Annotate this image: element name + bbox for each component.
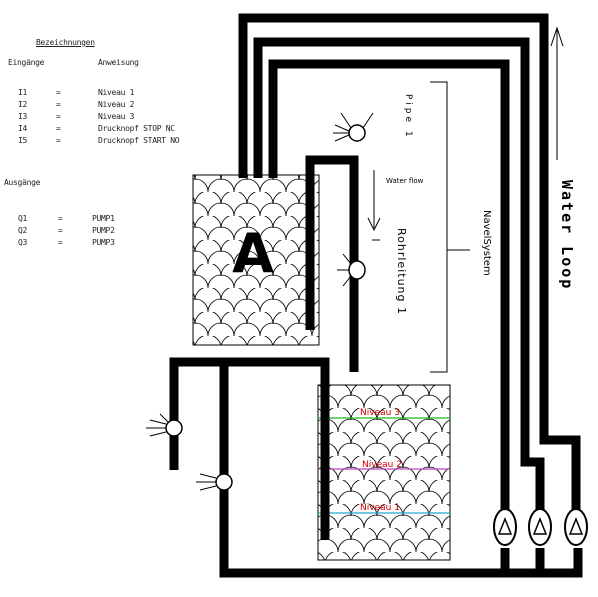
- legend-input-desc: Niveau 2: [98, 100, 135, 109]
- pipes: [169, 13, 583, 578]
- navel-system-label: NavelSystem: [481, 210, 492, 276]
- tank-a-label: A: [232, 222, 274, 285]
- rohrleitung-label: Rohrleitung 1: [395, 228, 408, 315]
- tank-a: A: [192, 174, 320, 346]
- legend-input-sep: =: [56, 88, 61, 97]
- legend-input-desc: Niveau 1: [98, 88, 135, 97]
- pump-3[interactable]: [564, 508, 588, 546]
- pipe-label: Pipe 1: [403, 94, 413, 140]
- legend-input-desc: Niveau 3: [98, 112, 135, 121]
- legend-output-sep: =: [58, 238, 63, 247]
- legend-input-code: I1: [18, 88, 28, 97]
- tank-b-body: [317, 384, 451, 561]
- valve-left-top[interactable]: [146, 413, 183, 437]
- level-label-2: Niveau 2: [362, 460, 402, 470]
- water-loop-indicator: Water Loop: [550, 26, 576, 290]
- legend-output-sep: =: [58, 214, 63, 223]
- legend-output-desc: PUMP3: [92, 238, 115, 247]
- pipe-loop-middle: [253, 37, 545, 510]
- legend-input-code: I5: [18, 136, 28, 145]
- legend-input-code: I4: [18, 124, 28, 133]
- tank-a-body: [192, 174, 320, 346]
- legend-title: Bezeichnungen: [36, 38, 95, 47]
- legend-input-desc: Drucknopf START NO: [98, 136, 180, 145]
- navel-system-bracket: [430, 81, 448, 373]
- legend-outputs-header: Ausgänge: [4, 178, 41, 187]
- pipe-bottom-return: [219, 362, 505, 578]
- legend-output-code: Q1: [18, 214, 28, 223]
- legend-output-desc: PUMP1: [92, 214, 115, 223]
- legend-input-code: I3: [18, 112, 28, 121]
- legend-input-desc: Drucknopf STOP NC: [98, 124, 175, 133]
- water-loop-label: Water Loop: [558, 180, 576, 290]
- legend-input-code: I2: [18, 100, 28, 109]
- level-label-3: Niveau 3: [360, 408, 400, 418]
- valve-mid[interactable]: [337, 253, 366, 287]
- valve-top[interactable]: [333, 112, 374, 142]
- legend-inputs-col-header: Anweisung: [98, 58, 139, 67]
- tank-b: Niveau 3 Niveau 2 Niveau 1: [317, 384, 451, 561]
- level-label-1: Niveau 1: [360, 503, 400, 513]
- pump-1[interactable]: [493, 508, 517, 546]
- pump-icon: [568, 516, 584, 535]
- legend-inputs-header: Eingänge: [8, 58, 45, 67]
- legend-output-code: Q3: [18, 238, 28, 247]
- legend-input-sep: =: [56, 100, 61, 109]
- water-flow-indicator: Water flow: [367, 170, 424, 232]
- water-flow-label: Water flow: [386, 177, 424, 185]
- legend-input-sep: =: [56, 136, 61, 145]
- legend-input-sep: =: [56, 112, 61, 121]
- legend-input-sep: =: [56, 124, 61, 133]
- pipe-loop-outer: [238, 13, 581, 510]
- legend-output-code: Q2: [18, 226, 28, 235]
- pump-icon: [532, 516, 548, 535]
- pipe-loop-inner: [268, 59, 510, 510]
- pump-2[interactable]: [528, 508, 552, 546]
- pump-icon: [497, 516, 513, 535]
- valve-left-bottom[interactable]: [196, 473, 233, 491]
- pipe-left-supply: [169, 357, 330, 540]
- legend-output-desc: PUMP2: [92, 226, 115, 235]
- legend-output-sep: =: [58, 226, 63, 235]
